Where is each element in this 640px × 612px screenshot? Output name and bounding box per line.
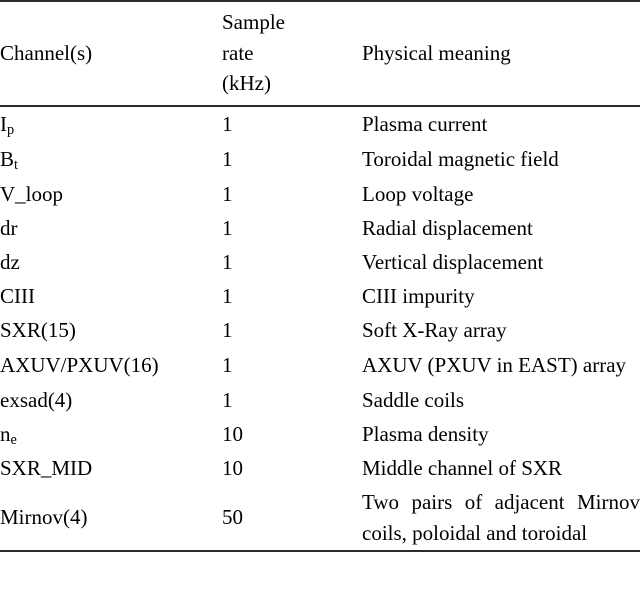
channel-label: dz xyxy=(0,249,20,274)
cell-physical-meaning: Plasma current xyxy=(362,111,488,136)
channel-label: n xyxy=(0,421,11,446)
channel-label: SXR(15) xyxy=(0,317,76,342)
sample-rate-line-1: Sample xyxy=(222,10,285,34)
sample-rate-line-3: (kHz) xyxy=(222,71,271,96)
cell-channel: dz xyxy=(0,245,222,279)
channel-label: exsad(4) xyxy=(0,387,73,412)
channel-label: dr xyxy=(0,215,18,240)
cell-sample-rate: 1 xyxy=(222,181,233,206)
cell-sample-rate: 1 xyxy=(222,249,233,274)
cell-sample-rate: 1 xyxy=(222,111,233,136)
sample-rate-line-2: rate xyxy=(222,40,254,65)
cell-sample-rate: 1 xyxy=(222,387,233,412)
channel-subscript: e xyxy=(10,432,17,449)
cell-physical-meaning: Loop voltage xyxy=(362,181,474,206)
cell-physical-meaning: Toroidal magnetic field xyxy=(362,146,559,171)
cell-sample-rate: 10 xyxy=(222,421,243,446)
channel-label: V_loop xyxy=(0,181,63,206)
cell-sample-rate: 1 xyxy=(222,352,233,377)
table-row: CIII 1 CIII impurity xyxy=(0,279,640,313)
table-row: SXR_MID 10 Middle channel of SXR xyxy=(0,451,640,485)
column-header-channel: Channel(s) xyxy=(0,0,222,107)
cell-channel: Mirnov(4) xyxy=(0,484,222,553)
table-row: AXUV/PXUV(16) 1 AXUV (PXUV in EAST) array xyxy=(0,347,640,383)
cell-physical-meaning: Radial displacement xyxy=(362,215,533,240)
table-row: exsad(4) 1 Saddle coils xyxy=(0,383,640,417)
channel-label: AXUV/PXUV(16) xyxy=(0,352,159,377)
channel-label: B xyxy=(0,146,15,171)
table-header: Channel(s) Sample rate (kHz) Physical me… xyxy=(0,0,640,107)
cell-physical-meaning: Vertical displacement xyxy=(362,249,544,274)
cell-channel: CIII xyxy=(0,279,222,313)
cell-sample-rate: 50 xyxy=(222,484,362,553)
channel-label: SXR_MID xyxy=(0,455,93,480)
cell-physical-meaning: Saddle coils xyxy=(362,387,465,412)
cell-physical-meaning: Two pairs of adjacent Mirnov coils, polo… xyxy=(362,484,640,553)
cell-physical-meaning: Plasma density xyxy=(362,421,489,446)
table-row: V_loop 1 Loop voltage xyxy=(0,177,640,211)
cell-physical-meaning: CIII impurity xyxy=(362,283,475,308)
channel-label: Mirnov(4) xyxy=(0,505,88,530)
channel-subscript: t xyxy=(14,157,18,174)
cell-physical-meaning: Soft X-Ray array xyxy=(362,317,507,342)
cell-physical-meaning: Middle channel of SXR xyxy=(362,455,563,480)
table-row: dr 1 Radial displacement xyxy=(0,211,640,245)
cell-channel: SXR_MID xyxy=(0,451,222,485)
cell-physical-meaning: AXUV (PXUV in EAST) array xyxy=(362,352,627,377)
cell-channel: dr xyxy=(0,211,222,245)
cell-sample-rate: 1 xyxy=(222,317,233,342)
header-row: Channel(s) Sample rate (kHz) Physical me… xyxy=(0,0,640,107)
channel-label: I xyxy=(0,111,7,136)
cell-channel: AXUV/PXUV(16) xyxy=(0,347,222,383)
column-header-physical-meaning: Physical meaning xyxy=(362,0,640,107)
column-header-sample-rate: Sample rate (kHz) xyxy=(222,0,362,107)
cell-sample-rate: 10 xyxy=(222,455,243,480)
table-row: SXR(15) 1 Soft X-Ray array xyxy=(0,313,640,347)
spec-table: Channel(s) Sample rate (kHz) Physical me… xyxy=(0,0,640,553)
cell-sample-rate: 1 xyxy=(222,146,233,171)
cell-channel: Bt xyxy=(0,141,222,177)
cell-channel: ne xyxy=(0,417,222,451)
cell-sample-rate: 1 xyxy=(222,215,233,240)
cell-sample-rate: 1 xyxy=(222,283,233,308)
cell-channel: Ip xyxy=(0,106,222,141)
channel-subscript: p xyxy=(7,122,15,139)
channel-label: CIII xyxy=(0,283,35,308)
cell-channel: SXR(15) xyxy=(0,313,222,347)
table-row: dz 1 Vertical displacement xyxy=(0,245,640,279)
cell-channel: V_loop xyxy=(0,177,222,211)
cell-channel: exsad(4) xyxy=(0,383,222,417)
